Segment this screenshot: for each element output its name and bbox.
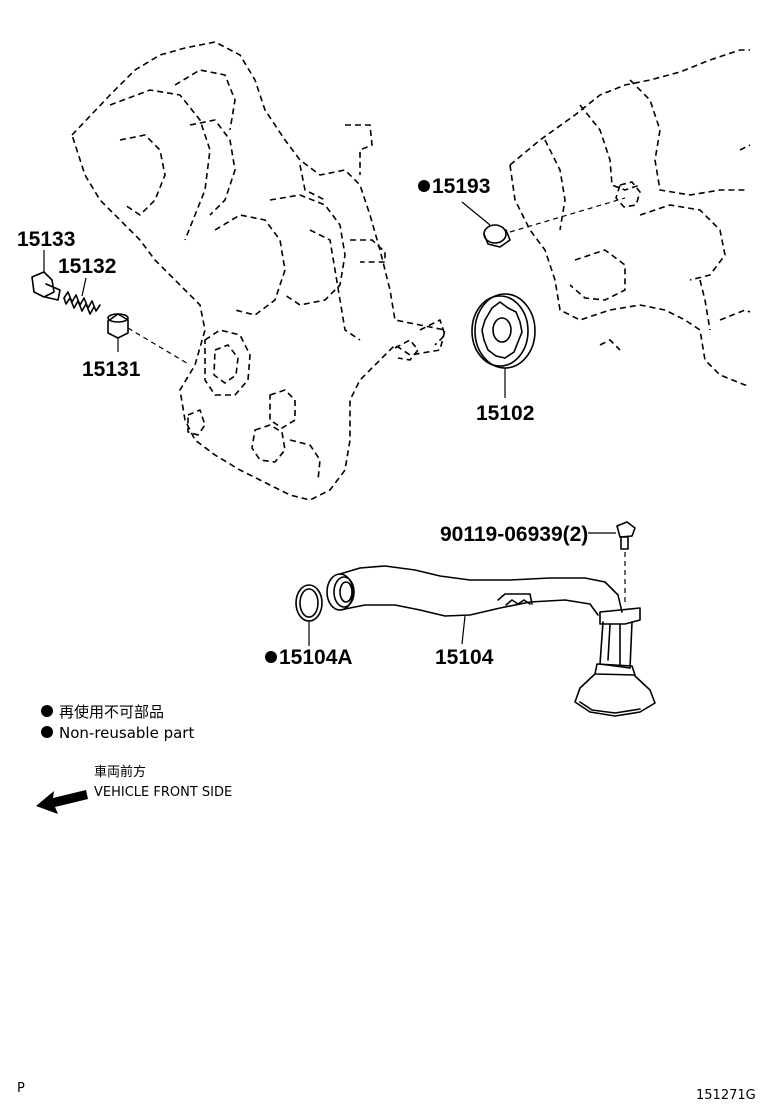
legend-marker-icon — [41, 726, 53, 738]
direction-en: VEHICLE FRONT SIDE — [94, 785, 232, 800]
label-15104: 15104 — [435, 646, 494, 669]
spring-15132-drawing — [63, 277, 101, 315]
footer-left-code: P — [17, 1081, 25, 1096]
oil-strainer-15104-drawing — [326, 565, 656, 717]
label-15133: 15133 — [17, 228, 75, 251]
label-90119-06939: 90119-06939(2) — [440, 523, 588, 546]
legend-non-reusable-jp: 再使用不可部品 — [59, 703, 164, 721]
plug-15133-drawing — [31, 250, 61, 301]
non-reusable-marker-icon — [265, 651, 277, 663]
illustration-id: 151271G — [696, 1088, 756, 1103]
label-15132: 15132 — [58, 255, 116, 278]
legend-marker-icon — [41, 705, 53, 717]
legend-non-reusable-en: Non-reusable part — [59, 724, 194, 742]
label-15131: 15131 — [82, 358, 141, 381]
direction-jp: 車両前方 — [94, 764, 146, 780]
arrow-left-icon — [36, 790, 88, 814]
valve-15131-drawing — [107, 313, 191, 366]
bolt-90119-drawing — [588, 521, 636, 605]
label-15193: 15193 — [432, 175, 490, 198]
seal-15193-drawing — [461, 197, 626, 248]
gasket-15104A-drawing — [295, 584, 323, 646]
non-reusable-marker-icon — [418, 180, 430, 192]
pump-rotor-15102-drawing — [471, 293, 536, 398]
label-15102: 15102 — [476, 402, 534, 425]
label-15104A: 15104A — [279, 646, 353, 669]
engine-block-drawing — [509, 49, 751, 386]
timing-chain-cover-drawing — [71, 41, 446, 501]
